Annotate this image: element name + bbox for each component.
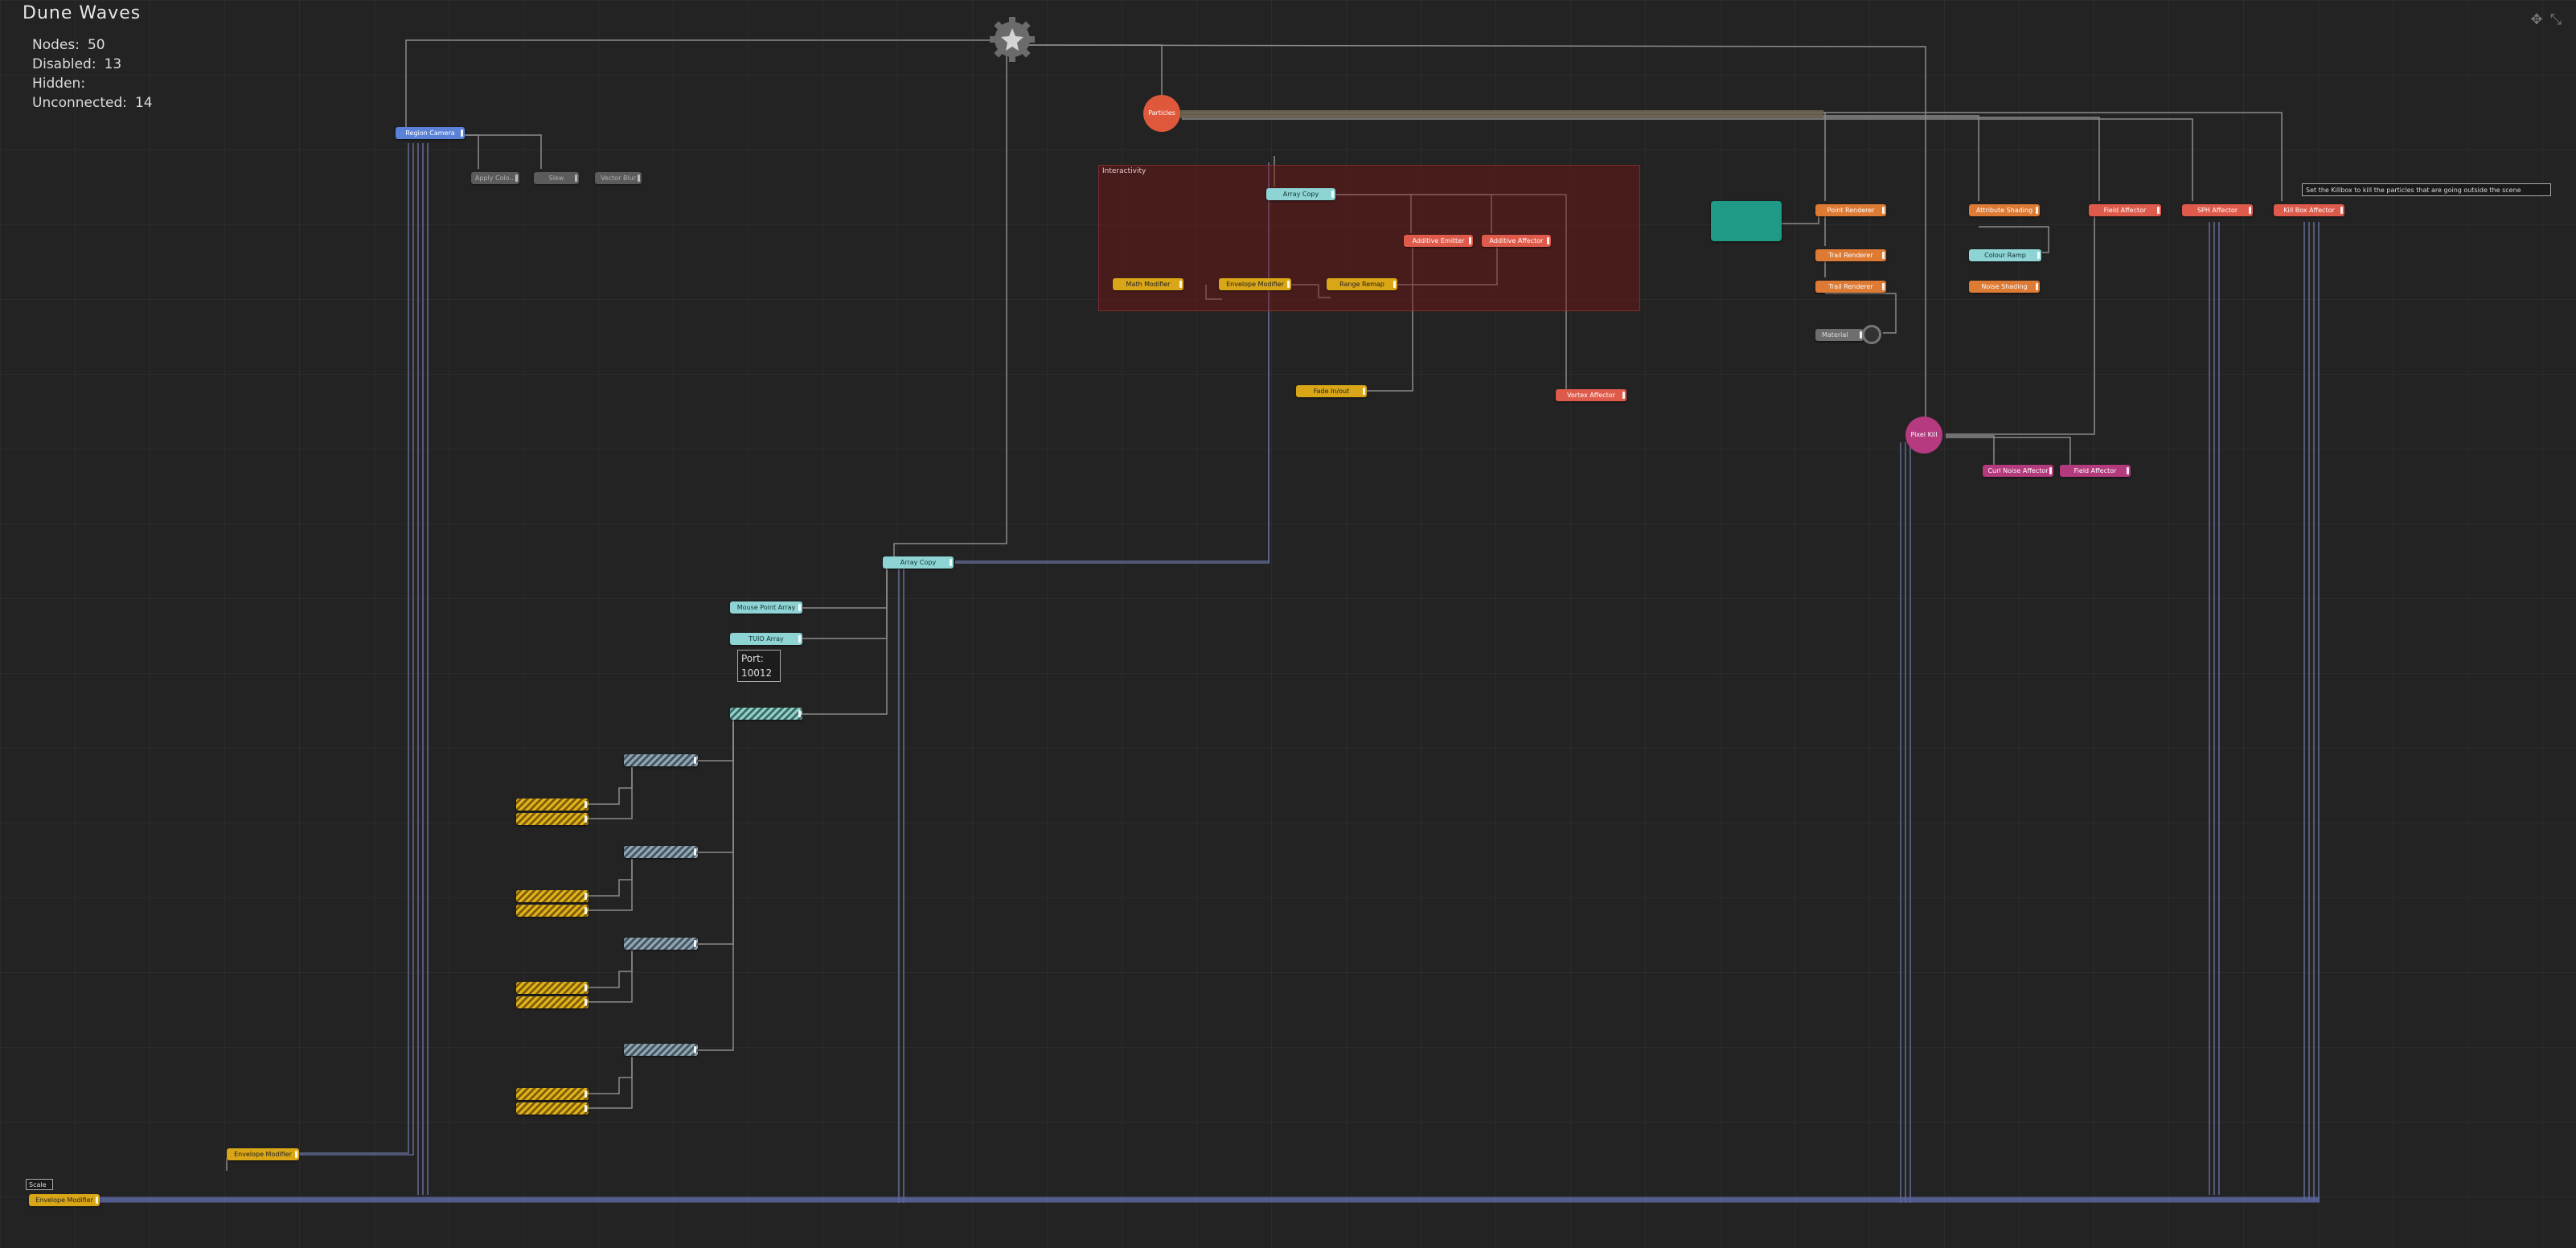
node-disabled-array[interactable]	[730, 708, 802, 720]
node-array-copy-mid[interactable]: Array Copy	[883, 556, 954, 569]
graph-stats: Nodes:50 Disabled:13 Hidden: Unconnected…	[32, 35, 153, 113]
node-attribute-shading[interactable]: Attribute Shading	[1969, 204, 2040, 216]
stat-hidden: Hidden:	[32, 76, 86, 92]
node-region-camera[interactable]: Region Camera	[396, 127, 465, 139]
node-envelope-modifier-mid[interactable]: Envelope Modifier	[227, 1148, 299, 1160]
node-trail-renderer-2[interactable]: Trail Renderer	[1815, 281, 1886, 293]
node-tuio-array[interactable]: TUIO Array	[730, 633, 802, 645]
node-trail-renderer-1[interactable]: Trail Renderer	[1815, 249, 1886, 261]
node-disabled-3[interactable]	[624, 938, 698, 950]
node-material[interactable]: Material	[1815, 329, 1864, 341]
node-sph-affector[interactable]: SPH Affector	[2182, 204, 2253, 216]
node-point-renderer[interactable]: Point Renderer	[1815, 204, 1886, 216]
port-label: Port:	[741, 653, 764, 664]
node-teal-container[interactable]	[1711, 201, 1782, 241]
node-noise-shading[interactable]: Noise Shading	[1969, 281, 2040, 293]
node-additive-affector[interactable]: Additive Affector	[1482, 235, 1551, 247]
node-math-modifier[interactable]: Math Modifier	[1113, 278, 1183, 290]
node-envelope-modifier-bottom[interactable]: Envelope Modifier	[29, 1194, 100, 1206]
node-vector-blur[interactable]: Vector Blur	[595, 172, 642, 184]
material-sphere-icon	[1862, 325, 1881, 344]
port-value: 10012	[741, 667, 773, 679]
node-curl-noise-affector[interactable]: Curl Noise Affector	[1983, 465, 2053, 477]
node-disabled-modifier-1b[interactable]	[516, 813, 589, 825]
gear-icon[interactable]	[989, 16, 1036, 63]
node-disabled-modifier-2a[interactable]	[516, 890, 589, 902]
node-particles[interactable]: Particles	[1143, 95, 1180, 132]
node-envelope-modifier-group[interactable]: Envelope Modifier	[1219, 278, 1291, 290]
node-disabled-modifier-4b[interactable]	[516, 1102, 589, 1115]
node-disabled-modifier-1a[interactable]	[516, 798, 589, 811]
node-disabled-modifier-4a[interactable]	[516, 1088, 589, 1100]
comment-note[interactable]: Set the Killbox to kill the particles th…	[2302, 183, 2551, 196]
expand-arrows-icon[interactable]: ✥	[2530, 11, 2543, 28]
node-field-affector-top[interactable]: Field Affector	[2089, 204, 2161, 216]
collapse-arrows-icon[interactable]: ⤡	[2549, 11, 2562, 28]
node-vortex-affector[interactable]: Vortex Affector	[1556, 389, 1626, 401]
node-pixel-kill[interactable]: Pixel Kill	[1905, 417, 1942, 454]
node-disabled-modifier-3a[interactable]	[516, 982, 589, 994]
node-disabled-1[interactable]	[624, 754, 698, 766]
node-colour-ramp[interactable]: Colour Ramp	[1969, 249, 2041, 261]
node-disabled-modifier-2b[interactable]	[516, 905, 589, 917]
node-slew[interactable]: Slew	[534, 172, 579, 184]
node-apply-colour[interactable]: Apply Colo...	[471, 172, 519, 184]
node-disabled-2[interactable]	[624, 846, 698, 858]
tuio-port-tooltip: Port: 10012	[737, 650, 781, 682]
node-kill-box-affector[interactable]: Kill Box Affector	[2274, 204, 2344, 216]
node-fade-in-out[interactable]: Fade In/out	[1296, 385, 1367, 397]
node-field-affector-bottom[interactable]: Field Affector	[2060, 465, 2131, 477]
node-array-copy-top[interactable]: Array Copy	[1266, 188, 1335, 200]
node-mouse-point-array[interactable]: Mouse Point Array	[730, 601, 802, 614]
project-title: Dune Waves	[23, 3, 142, 23]
node-additive-emitter[interactable]: Additive Emitter	[1404, 235, 1473, 247]
node-disabled-4[interactable]	[624, 1044, 698, 1056]
stat-disabled: Disabled:13	[32, 56, 122, 72]
node-range-remap[interactable]: Range Remap	[1327, 278, 1397, 290]
stat-nodes: Nodes:50	[32, 37, 105, 53]
scale-label[interactable]: Scale	[26, 1179, 53, 1190]
group-label: Interactivity	[1102, 167, 1146, 175]
stat-unconnected: Unconnected:14	[32, 95, 153, 111]
node-disabled-modifier-3b[interactable]	[516, 996, 589, 1008]
